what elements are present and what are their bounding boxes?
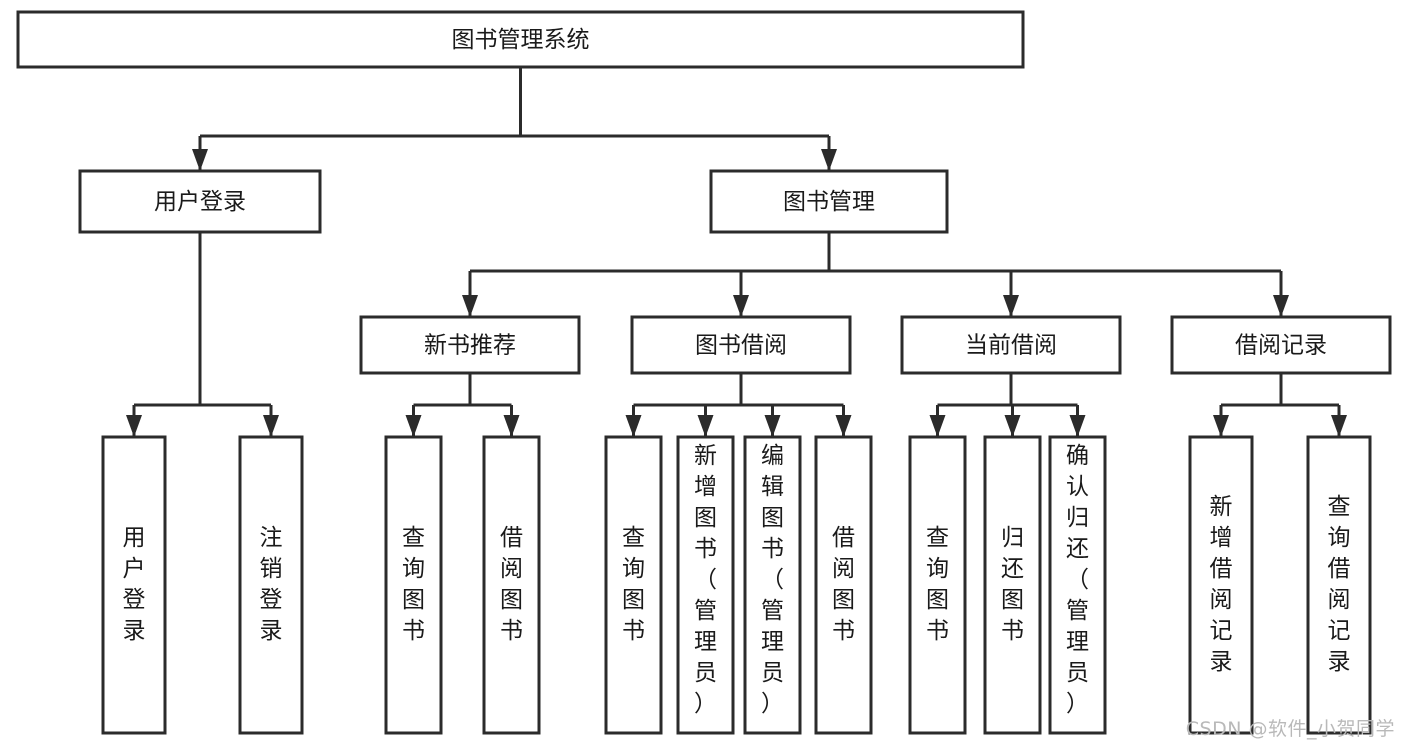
node-cb-return-book[interactable]: 归还图书: [983, 435, 1042, 735]
node-box-new-book-recommend: [359, 315, 581, 375]
node-box-bb-edit-book: [743, 435, 802, 735]
node-layer: 图书管理系统用户登录用户登录注销登录图书管理新书推荐查询图书借阅图书图书借阅查询…: [16, 10, 1392, 735]
node-box-nbr-query-book: [384, 435, 443, 735]
node-label-borrow-records: 借阅记录: [1235, 333, 1327, 359]
node-label-nbr-query-book: 查询图书: [402, 525, 425, 644]
arrow-down-icon-cb-confirm-return: [1069, 415, 1086, 437]
node-bb-edit-book[interactable]: 编辑图书（管理员）: [743, 435, 802, 735]
arrow-down-icon-nbr-query-book: [405, 415, 422, 437]
node-label-bb-query-book: 查询图书: [622, 525, 645, 644]
arrow-down-icon-user-logout: [263, 415, 279, 437]
node-label-user-login: 用户登录: [154, 189, 246, 215]
node-br-add-record[interactable]: 新增借阅记录: [1188, 435, 1254, 735]
arrow-down-icon-br-add-record: [1213, 415, 1229, 437]
node-label-root: 图书管理系统: [452, 27, 590, 53]
arrow-down-icon-user-login: [192, 149, 208, 171]
node-box-book-manage: [709, 169, 949, 234]
node-label-user-login-do: 用户登录: [123, 525, 146, 644]
node-nbr-borrow-book[interactable]: 借阅图书: [482, 435, 541, 735]
node-box-root: [16, 10, 1025, 69]
node-box-user-login-do: [101, 435, 167, 735]
arrow-down-icon-bb-add-book: [697, 415, 714, 437]
arrow-down-icon-bb-query-book: [625, 415, 642, 437]
node-bb-add-book[interactable]: 新增图书（管理员）: [676, 435, 735, 735]
connector-layer: [126, 67, 1347, 437]
arrow-down-icon-cb-query-book: [929, 415, 946, 437]
arrow-down-icon-br-query-record: [1331, 415, 1347, 437]
arrow-down-icon-current-borrow: [1003, 295, 1019, 317]
node-box-br-query-record: [1306, 435, 1372, 735]
node-label-br-add-record: 新增借阅记录: [1210, 494, 1233, 675]
node-br-query-record[interactable]: 查询借阅记录: [1306, 435, 1372, 735]
arrow-down-icon-nbr-borrow-book: [503, 415, 520, 437]
node-label-bb-edit-book: 编辑图书（管理员）: [761, 443, 784, 717]
node-box-borrow-records: [1170, 315, 1392, 375]
node-user-logout[interactable]: 注销登录: [238, 435, 304, 735]
node-user-login-do[interactable]: 用户登录: [101, 435, 167, 735]
node-box-current-borrow: [900, 315, 1122, 375]
node-box-br-add-record: [1188, 435, 1254, 735]
arrow-down-icon-cb-return-book: [1004, 415, 1021, 437]
arrow-down-icon-bb-borrow-book: [835, 415, 852, 437]
node-root[interactable]: 图书管理系统: [16, 10, 1025, 69]
node-box-user-login: [78, 169, 322, 234]
node-box-bb-add-book: [676, 435, 735, 735]
node-label-book-borrow: 图书借阅: [695, 333, 787, 359]
node-user-login[interactable]: 用户登录: [78, 169, 322, 234]
node-label-cb-confirm-return: 确认归还（管理员）: [1066, 443, 1089, 717]
node-label-cb-query-book: 查询图书: [926, 525, 949, 644]
node-box-book-borrow: [630, 315, 852, 375]
node-box-cb-confirm-return: [1048, 435, 1107, 735]
node-nbr-query-book[interactable]: 查询图书: [384, 435, 443, 735]
arrow-down-icon-book-borrow: [733, 295, 749, 317]
node-box-bb-borrow-book: [814, 435, 873, 735]
arrow-down-icon-borrow-records: [1273, 295, 1289, 317]
node-label-bb-add-book: 新增图书（管理员）: [694, 443, 717, 717]
node-label-cb-return-book: 归还图书: [1001, 525, 1024, 644]
csdn-watermark: CSDN @软件_小贺同学: [1185, 718, 1395, 740]
node-label-nbr-borrow-book: 借阅图书: [500, 525, 523, 644]
node-current-borrow[interactable]: 当前借阅: [900, 315, 1122, 375]
node-new-book-recommend[interactable]: 新书推荐: [359, 315, 581, 375]
node-box-bb-query-book: [604, 435, 663, 735]
arrow-down-icon-new-book-recommend: [462, 295, 478, 317]
node-label-book-manage: 图书管理: [783, 189, 875, 215]
node-book-manage[interactable]: 图书管理: [709, 169, 949, 234]
node-bb-borrow-book[interactable]: 借阅图书: [814, 435, 873, 735]
arrow-down-icon-book-manage: [821, 149, 837, 171]
node-borrow-records[interactable]: 借阅记录: [1170, 315, 1392, 375]
arrow-down-icon-bb-edit-book: [764, 415, 781, 437]
node-cb-query-book[interactable]: 查询图书: [908, 435, 967, 735]
node-box-cb-query-book: [908, 435, 967, 735]
arrow-down-icon-user-login-do: [126, 415, 142, 437]
node-box-nbr-borrow-book: [482, 435, 541, 735]
node-bb-query-book[interactable]: 查询图书: [604, 435, 663, 735]
node-box-user-logout: [238, 435, 304, 735]
node-label-new-book-recommend: 新书推荐: [424, 333, 516, 359]
node-label-user-logout: 注销登录: [260, 525, 283, 644]
node-cb-confirm-return[interactable]: 确认归还（管理员）: [1048, 435, 1107, 735]
node-label-current-borrow: 当前借阅: [965, 333, 1057, 359]
node-label-bb-borrow-book: 借阅图书: [832, 525, 855, 644]
node-label-br-query-record: 查询借阅记录: [1328, 494, 1351, 675]
node-book-borrow[interactable]: 图书借阅: [630, 315, 852, 375]
node-box-cb-return-book: [983, 435, 1042, 735]
